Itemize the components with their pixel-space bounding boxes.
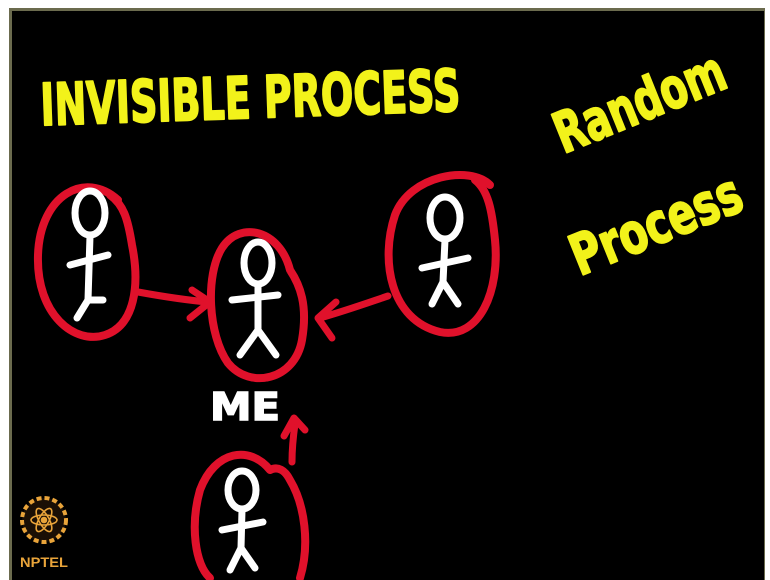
me-label: ME bbox=[210, 385, 280, 429]
nptel-logo-text: NPTEL bbox=[20, 554, 68, 570]
